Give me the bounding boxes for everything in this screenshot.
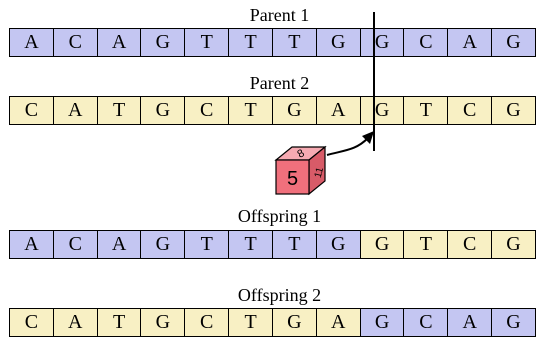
gene-cell: T [184,230,230,259]
gene-cell: G [140,28,186,57]
gene-cell: T [228,28,273,57]
gene-cell: G [315,230,361,259]
gene-cell: G [315,28,361,57]
die-top-number: 8 [295,147,306,160]
gene-cell: G [140,230,186,259]
gene-cell: G [359,308,405,337]
gene-cell: A [315,308,361,337]
gene-cell: A [52,308,98,337]
row-title-parent-2: Parent 2 [249,73,310,93]
gene-cell: C [184,308,230,337]
gene-cell: A [315,96,361,125]
gene-cell: G [359,230,405,259]
gene-cell: A [447,28,493,57]
gene-cell: T [271,230,317,259]
gene-cell: G [140,96,186,125]
gene-cell: G [491,28,536,57]
die-front-face [275,159,310,195]
gene-cell: T [228,230,273,259]
gene-cell: G [271,96,317,125]
row-title-offspring-2: Offspring 2 [237,285,322,305]
gene-cell: G [140,308,186,337]
die-icon: 5 8 11 [274,145,327,196]
gene-cell: C [403,308,449,337]
gene-cell: C [403,28,449,57]
gene-cell: G [491,96,536,125]
gene-cell: T [403,230,449,259]
die-front-number: 5 [287,168,298,190]
gene-cell: G [491,308,536,337]
die-side-number: 11 [313,166,326,179]
gene-cell: T [96,308,142,337]
gene-cell: C [9,308,54,337]
gene-cell: G [359,28,405,57]
gene-cell: T [403,96,449,125]
crossover-arrow [326,137,369,156]
gene-cell: T [184,28,230,57]
row-title-offspring-1: Offspring 1 [237,206,322,226]
gene-cell: G [271,308,317,337]
gene-cell: T [96,96,142,125]
gene-cell: C [9,96,54,125]
gene-cell: T [228,96,273,125]
row-title-parent-1: Parent 1 [249,5,310,25]
gene-cell: A [52,96,98,125]
gene-cell: G [491,230,536,259]
gene-cell: A [447,308,493,337]
gene-cell: C [447,230,493,259]
gene-cell: A [96,28,142,57]
arrowhead [362,131,374,144]
gene-cell: C [447,96,493,125]
